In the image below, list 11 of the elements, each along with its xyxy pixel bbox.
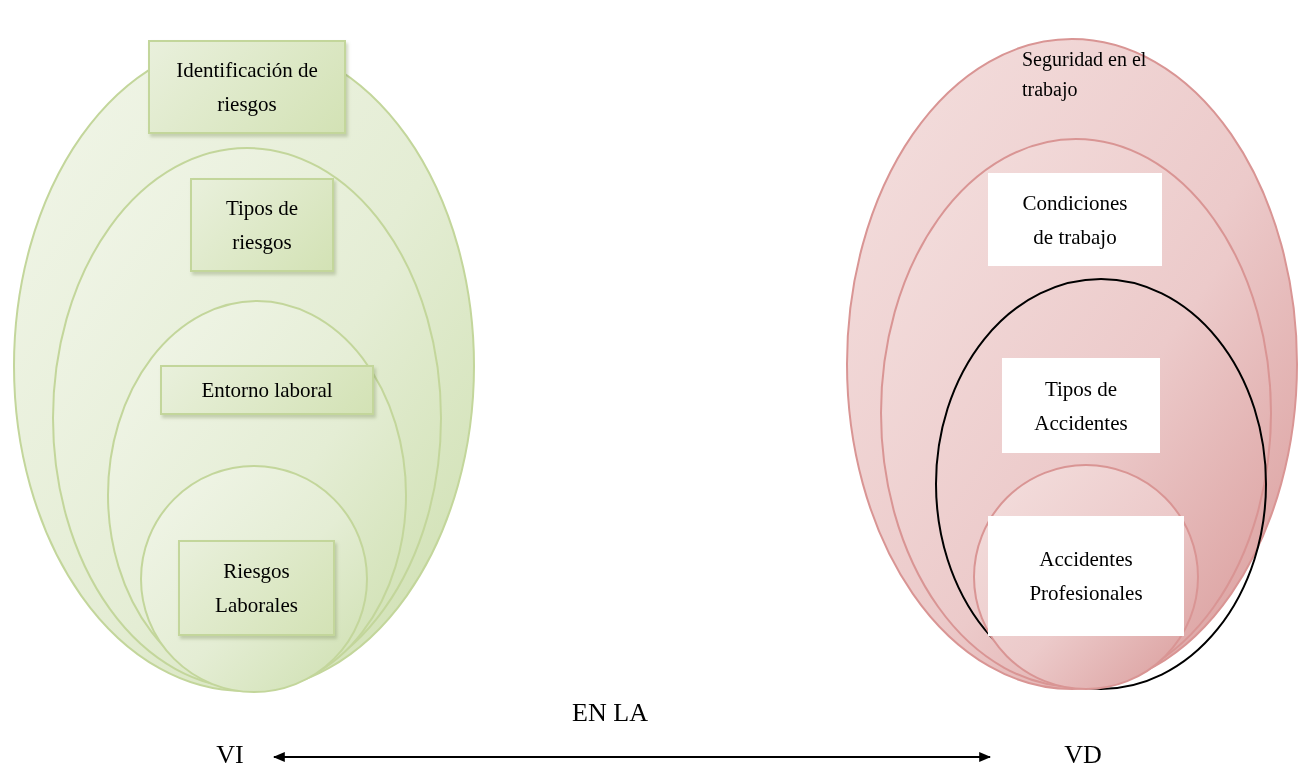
text-box: Identificación de riesgos [148,40,346,134]
text-box: Tipos de riesgos [190,178,334,272]
text-box: Condiciones de trabajo [988,173,1162,266]
variable-label: VI [200,738,260,772]
variable-label: VD [1048,738,1118,772]
text-box: Riesgos Laborales [178,540,335,636]
double-arrow [273,752,991,762]
ellipse-title: Seguridad en el trabajo [1022,47,1148,103]
text-box: Tipos de Accidentes [1002,358,1160,453]
text-box: Accidentes Profesionales [988,516,1184,636]
text-box: Entorno laboral [160,365,374,415]
